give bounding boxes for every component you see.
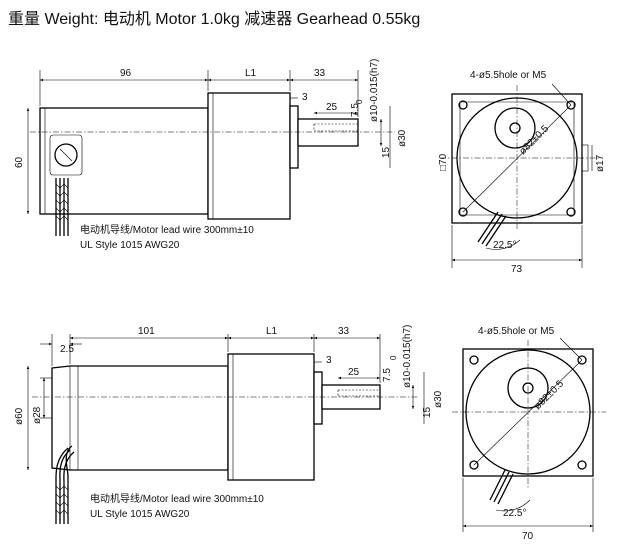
bottom-wire-label: 电动机导线/Motor lead wire 300mm±10 (90, 492, 264, 505)
top-front-boss (494, 107, 536, 149)
top-motor-body (39, 107, 209, 215)
bottom-boss (313, 371, 323, 425)
top-dim-60: 60 (14, 156, 25, 168)
top-gearhead-body (207, 92, 291, 220)
top-dim-phi30: ø30 (397, 129, 408, 147)
top-front-view: ø17 4-ø5.5hole or M5 □70 ø82±0.5 22.5° 7… (438, 70, 606, 275)
top-dim-3: 3 (302, 92, 308, 103)
top-mount-hole-2 (566, 100, 576, 110)
bottom-wire-style: UL Style 1015 AWG20 (90, 509, 190, 520)
bottom-front-view: 4-ø5.5hole or M5 ø82±0.5 22.5° 70 (452, 326, 606, 542)
bottom-dim-70: 70 (522, 531, 534, 542)
bottom-gearhead-body (227, 353, 315, 481)
top-dim-15: 15 (381, 146, 392, 158)
top-boss (289, 105, 299, 169)
top-mount-hole-4 (566, 207, 576, 217)
bottom-dim-shaft-zero: 0 (389, 355, 398, 360)
top-dim-square: □70 (438, 153, 449, 171)
bottom-dim-l1: L1 (266, 326, 278, 337)
top-dim-73: 73 (511, 264, 523, 275)
bottom-dim-motor-length: 101 (138, 326, 155, 337)
top-dim-shaft-zero: 0 (355, 99, 364, 104)
bottom-mount-hole-4 (577, 460, 587, 470)
top-dim-angle: 22.5° (493, 240, 516, 251)
bottom-motor-body (51, 365, 229, 471)
bottom-dim-phi30: ø30 (433, 390, 444, 408)
bottom-dim-25: 25 (348, 367, 360, 378)
bottom-dim-angle: 22.5° (503, 508, 526, 519)
top-terminal-cap (54, 143, 78, 167)
top-dim-33: 33 (314, 68, 326, 79)
bottom-lead-wires (55, 445, 75, 524)
top-side-view: 96 L1 33 3 25 7.5 0 ø10-0.015(h7) 15 ø30… (14, 59, 408, 251)
top-wire-style: UL Style 1015 AWG20 (80, 240, 180, 251)
bottom-side-view: 2.5 101 L1 33 3 25 7.5 0 ø10-0.015(h7) 1… (14, 325, 444, 524)
bottom-dim-shaft-tolerance: ø10-0.015(h7) (402, 325, 413, 388)
top-hole-label: 4-ø5.5hole or M5 (470, 70, 547, 81)
bottom-mount-hole-3 (469, 460, 479, 470)
top-dim-shaft-tolerance: ø10-0.015(h7) (369, 59, 380, 122)
top-dim-l1: L1 (245, 68, 257, 79)
top-mount-hole-3 (458, 207, 468, 217)
bottom-dim-3: 3 (326, 355, 332, 366)
bottom-dim-7-5: 7.5 (382, 368, 393, 382)
bottom-dim-2-5: 2.5 (60, 344, 74, 355)
top-output-shaft (297, 118, 359, 147)
top-dim-25: 25 (326, 102, 338, 113)
top-dim-phi17: ø17 (595, 154, 606, 172)
bottom-mount-hole-2 (577, 355, 587, 365)
bottom-dim-phi60: ø60 (14, 407, 25, 425)
top-wire-label: 电动机导线/Motor lead wire 300mm±10 (80, 223, 254, 236)
bottom-dim-phi28: ø28 (32, 406, 43, 424)
top-lead-wires (55, 178, 69, 236)
bottom-hole-label: 4-ø5.5hole or M5 (478, 326, 555, 337)
top-dim-motor-length: 96 (120, 68, 132, 79)
bottom-mount-hole-1 (469, 355, 479, 365)
top-mount-hole-1 (458, 100, 468, 110)
bottom-dim-33: 33 (338, 326, 350, 337)
bottom-dim-15: 15 (422, 406, 433, 418)
top-dim-7-5: 7.5 (350, 103, 361, 117)
drawing-title: 重量 Weight: 电动机 Motor 1.0kg 减速器 Gearhead … (8, 10, 420, 28)
